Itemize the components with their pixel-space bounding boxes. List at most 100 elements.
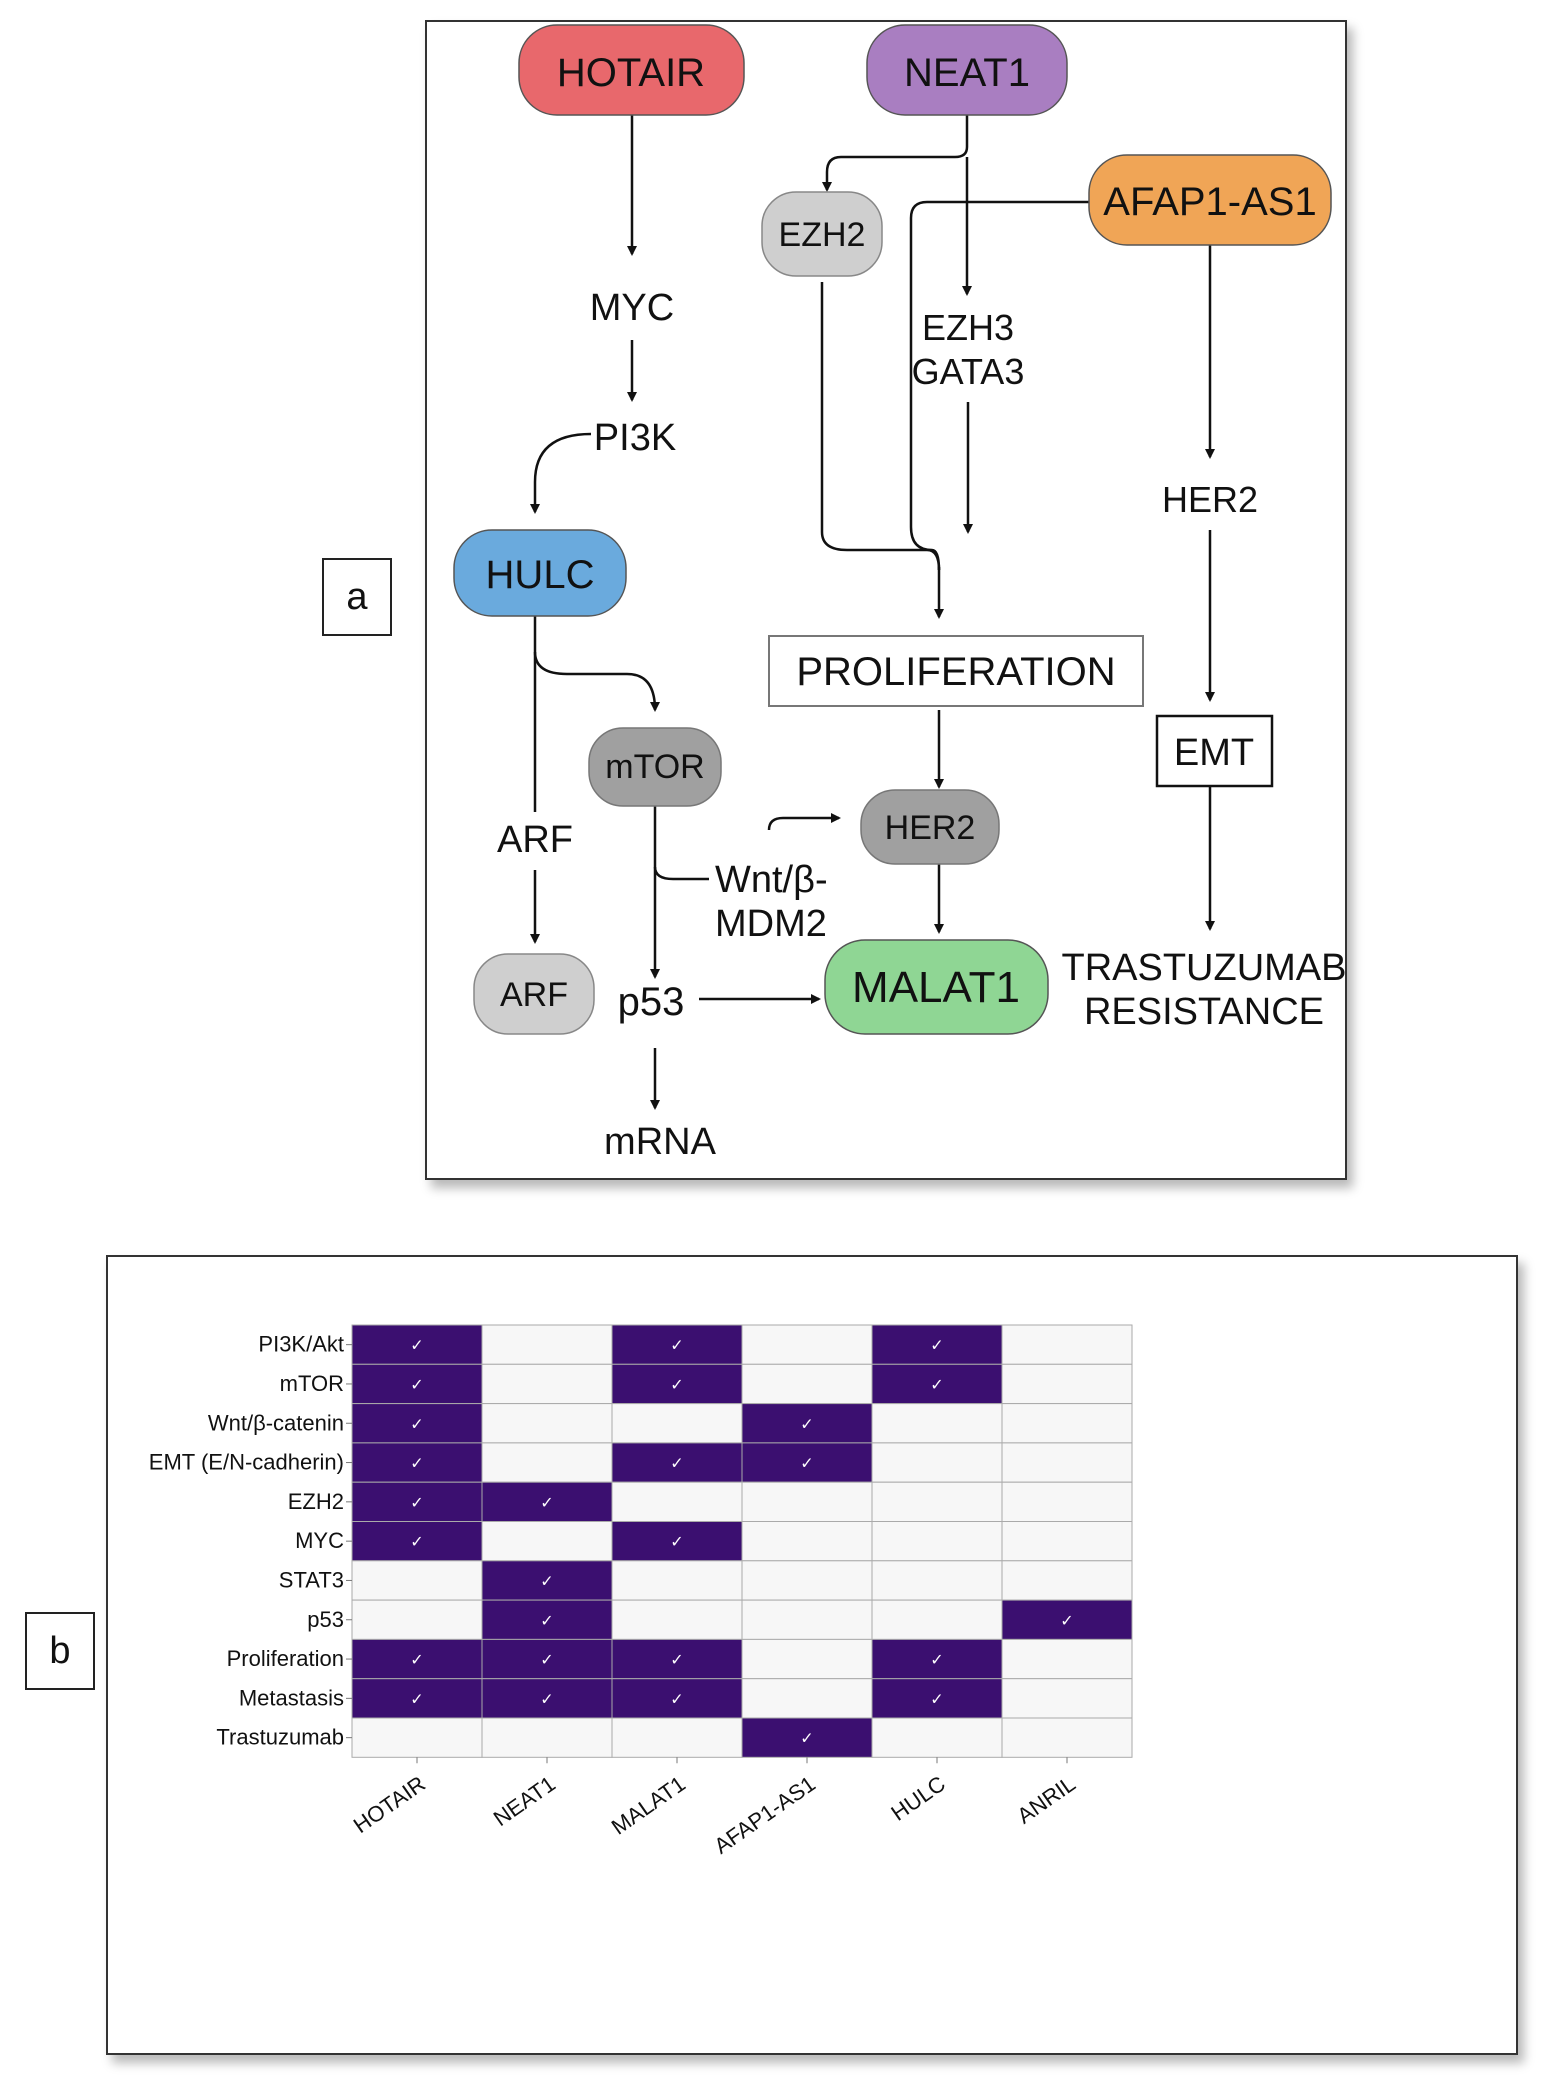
heatmap-check-mark: ✓ xyxy=(670,1377,683,1394)
heatmap-cell xyxy=(611,1481,743,1522)
heatmap-cell xyxy=(741,1560,873,1601)
heatmap-cell xyxy=(351,1560,483,1601)
heatmap-check-mark: ✓ xyxy=(540,1691,553,1708)
heatmap-cell xyxy=(871,1403,1003,1444)
hulc-shape xyxy=(453,529,627,617)
connector-lines xyxy=(530,114,1215,1110)
heatmap-check-mark: ✓ xyxy=(930,1652,943,1669)
her2-shape xyxy=(860,789,1000,865)
heatmap-cell xyxy=(1001,1560,1133,1601)
hotair-label: HOTAIR xyxy=(557,51,705,95)
heatmap-cell xyxy=(611,1324,743,1365)
heatmap-cell xyxy=(871,1442,1003,1483)
pathway-diagram: HOTAIR NEAT1 AFAP1-AS1 HULC MALAT1 EZH2 … xyxy=(453,24,1347,1163)
panel-b-label: b xyxy=(25,1612,95,1690)
her2-text: HER2 xyxy=(1162,479,1258,520)
malat1-node: MALAT1 xyxy=(824,939,1049,1035)
heatmap-panel: ✓✓✓PI3K/Akt✓✓✓mTOR✓✓Wnt/β-catenin✓✓✓EMT … xyxy=(106,1255,1518,2055)
heatmap-check-mark: ✓ xyxy=(670,1652,683,1669)
emt-label: EMT xyxy=(1174,732,1254,774)
heatmap-cell xyxy=(1001,1442,1133,1483)
heatmap-cell xyxy=(741,1324,873,1365)
heatmap-check-mark: ✓ xyxy=(930,1338,943,1355)
heatmap-cell xyxy=(741,1481,873,1522)
row-label: mTOR xyxy=(280,1371,344,1396)
heatmap-check-mark: ✓ xyxy=(540,1495,553,1512)
heatmap-cell xyxy=(741,1363,873,1405)
heatmap-cell xyxy=(871,1521,1003,1562)
heatmap-cell xyxy=(871,1560,1003,1601)
arf-node-label: ARF xyxy=(500,976,568,1014)
heatmap-cell xyxy=(741,1521,873,1562)
proliferation-frame xyxy=(768,635,1144,707)
row-label: EMT (E/N-cadherin) xyxy=(149,1450,344,1475)
heatmap-check-mark: ✓ xyxy=(410,1377,423,1394)
resistance-text: RESISTANCE xyxy=(1084,991,1324,1033)
heatmap-cell xyxy=(481,1442,613,1483)
heatmap-check-mark: ✓ xyxy=(670,1338,683,1355)
heatmap-cell xyxy=(611,1717,743,1758)
hulc-label: HULC xyxy=(486,553,595,597)
column-label: NEAT1 xyxy=(489,1771,560,1831)
column-label: HOTAIR xyxy=(349,1771,430,1838)
mtor-node: mTOR xyxy=(588,727,722,807)
heatmap-cell xyxy=(481,1717,613,1758)
heatmap-check-mark: ✓ xyxy=(540,1613,553,1630)
heatmap-cell xyxy=(351,1403,483,1444)
heatmap-cell xyxy=(1001,1599,1133,1640)
heatmap-cell xyxy=(871,1599,1003,1640)
emt-box: EMT xyxy=(1155,714,1274,788)
heatmap-cell xyxy=(611,1403,743,1444)
afap1-as1-label: AFAP1-AS1 xyxy=(1103,180,1316,224)
emt-frame xyxy=(1155,714,1274,788)
proliferation-box: PROLIFERATION xyxy=(768,635,1144,707)
arf-node: ARF xyxy=(473,953,595,1035)
heatmap-cell xyxy=(1001,1638,1133,1680)
hulc-node: HULC xyxy=(453,529,627,617)
heatmap-cell xyxy=(871,1324,1003,1365)
heatmap-cell xyxy=(741,1442,873,1483)
heatmap-cell xyxy=(481,1560,613,1601)
heatmap-cell xyxy=(1001,1678,1133,1719)
neat1-shape xyxy=(866,24,1068,116)
heatmap-cell xyxy=(871,1717,1003,1758)
hotair-node: HOTAIR xyxy=(518,24,745,116)
heatmap-check-mark: ✓ xyxy=(540,1573,553,1590)
heatmap-cell xyxy=(871,1678,1003,1719)
afap1-as1-shape xyxy=(1088,154,1332,246)
column-label: HULC xyxy=(886,1771,949,1826)
afap1-as1-node: AFAP1-AS1 xyxy=(1088,154,1332,246)
row-label: Proliferation xyxy=(227,1646,344,1671)
heatmap-check-mark: ✓ xyxy=(410,1416,423,1433)
heatmap-cell xyxy=(481,1521,613,1562)
heatmap-check-mark: ✓ xyxy=(410,1495,423,1512)
heatmap-cell xyxy=(481,1363,613,1405)
heatmap-check-mark: ✓ xyxy=(540,1652,553,1669)
gata3-text: GATA3 xyxy=(912,351,1025,392)
column-label: AFAP1-AS1 xyxy=(709,1771,820,1859)
heatmap-check-mark: ✓ xyxy=(410,1691,423,1708)
heatmap-check-mark: ✓ xyxy=(800,1731,813,1748)
row-label: Metastasis xyxy=(239,1685,344,1710)
heatmap-cell xyxy=(1001,1324,1133,1365)
heatmap-cell xyxy=(481,1638,613,1680)
malat1-shape xyxy=(824,939,1049,1035)
heatmap-cell xyxy=(611,1599,743,1640)
row-label: EZH2 xyxy=(288,1489,344,1514)
heatmap-check-mark: ✓ xyxy=(930,1377,943,1394)
ezh2-node: EZH2 xyxy=(761,191,883,277)
myc-text: MYC xyxy=(590,287,674,329)
heatmap-cell xyxy=(481,1481,613,1522)
heatmap-check-mark: ✓ xyxy=(410,1652,423,1669)
heatmap-check-mark: ✓ xyxy=(670,1691,683,1708)
heatmap-cell xyxy=(741,1678,873,1719)
row-label: STAT3 xyxy=(279,1567,344,1592)
heatmap-check-mark: ✓ xyxy=(410,1456,423,1473)
mtor-shape xyxy=(588,727,722,807)
panel-a-label: a xyxy=(322,558,392,636)
p53-text: p53 xyxy=(618,980,685,1024)
heatmap-cell xyxy=(741,1599,873,1640)
heatmap-check-mark: ✓ xyxy=(800,1456,813,1473)
row-label: PI3K/Akt xyxy=(258,1332,344,1357)
heatmap-cell xyxy=(741,1717,873,1758)
